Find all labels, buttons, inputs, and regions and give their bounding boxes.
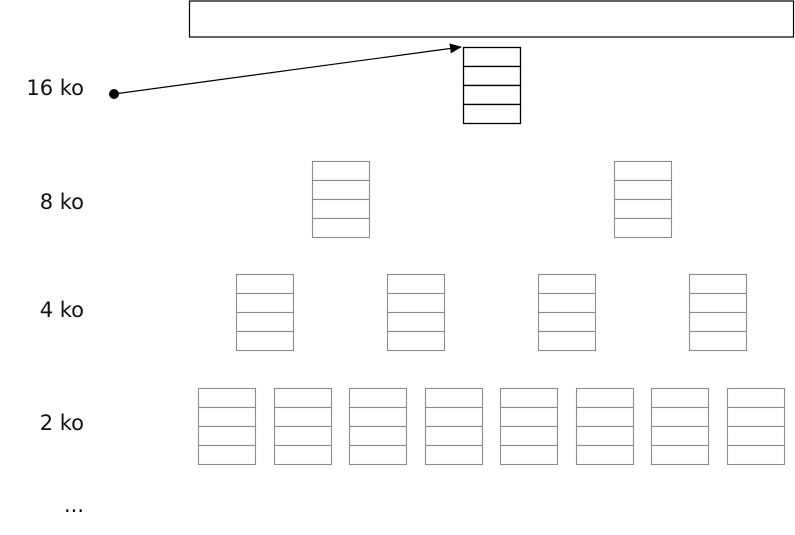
memory-block-row (311, 198, 371, 220)
top-container (188, 0, 795, 38)
memory-block-row (613, 217, 673, 239)
memory-block-row (273, 406, 333, 428)
memory-block-row (499, 406, 559, 428)
memory-block-level-2-3 (688, 273, 748, 352)
memory-block-row (726, 406, 786, 428)
memory-block-level-3-4 (499, 387, 559, 466)
memory-block-row (348, 406, 408, 428)
memory-block-level-1-1 (613, 160, 673, 239)
memory-block-row (273, 444, 333, 466)
memory-block-level-3-1 (273, 387, 333, 466)
memory-block-row (386, 311, 446, 333)
memory-block-row (462, 65, 522, 87)
pointer-dot (109, 89, 119, 99)
memory-block-row (575, 444, 635, 466)
memory-block-row (462, 103, 522, 125)
memory-block-row (386, 273, 446, 295)
memory-block-row (575, 406, 635, 428)
memory-block-row (235, 292, 295, 314)
memory-block-row (197, 406, 257, 428)
memory-block-row (650, 387, 710, 409)
memory-block-row (575, 387, 635, 409)
memory-block-row (311, 160, 371, 182)
memory-block-row (424, 425, 484, 447)
level-label-4ko: 4 ko (40, 298, 84, 322)
memory-block-level-2-0 (235, 273, 295, 352)
memory-block-level-0-0 (462, 46, 522, 125)
memory-block-row (537, 311, 597, 333)
memory-block-row (273, 425, 333, 447)
memory-block-row (499, 444, 559, 466)
memory-block-row (537, 330, 597, 352)
memory-block-row (197, 387, 257, 409)
memory-block-row (462, 84, 522, 106)
memory-block-row (537, 292, 597, 314)
memory-block-level-3-0 (197, 387, 257, 466)
memory-block-row (424, 387, 484, 409)
memory-block-level-3-6 (650, 387, 710, 466)
memory-block-row (726, 425, 786, 447)
memory-block-row (726, 387, 786, 409)
memory-block-row (688, 292, 748, 314)
memory-block-level-2-1 (386, 273, 446, 352)
memory-block-row (235, 330, 295, 352)
blocks-layer (197, 46, 786, 466)
memory-block-row (311, 179, 371, 201)
memory-block-row (311, 217, 371, 239)
memory-block-row (235, 311, 295, 333)
memory-block-row (613, 160, 673, 182)
memory-block-level-3-3 (424, 387, 484, 466)
memory-block-row (650, 444, 710, 466)
level-label-16ko: 16 ko (26, 76, 84, 100)
memory-block-row (688, 273, 748, 295)
memory-block-row (462, 46, 522, 68)
memory-block-row (273, 387, 333, 409)
memory-block-row (688, 330, 748, 352)
memory-block-level-1-0 (311, 160, 371, 239)
ellipsis-more-levels: ... (64, 493, 84, 517)
memory-block-row (499, 387, 559, 409)
memory-block-row (613, 198, 673, 220)
memory-block-level-3-7 (726, 387, 786, 466)
memory-block-row (424, 406, 484, 428)
memory-block-row (235, 273, 295, 295)
memory-block-row (726, 444, 786, 466)
level-label-8ko: 8 ko (40, 190, 84, 214)
memory-block-row (499, 425, 559, 447)
memory-block-row (613, 179, 673, 201)
memory-block-row (537, 273, 597, 295)
memory-block-level-2-2 (537, 273, 597, 352)
pointer-arrow (113, 43, 462, 95)
memory-block-row (424, 444, 484, 466)
memory-block-row (386, 292, 446, 314)
memory-block-row (575, 425, 635, 447)
level-label-2ko: 2 ko (40, 411, 84, 435)
memory-block-level-3-5 (575, 387, 635, 466)
memory-block-row (688, 311, 748, 333)
memory-block-row (348, 444, 408, 466)
memory-block-row (197, 444, 257, 466)
memory-block-row (650, 425, 710, 447)
memory-block-row (197, 425, 257, 447)
memory-block-row (386, 330, 446, 352)
memory-block-row (650, 406, 710, 428)
memory-block-row (348, 425, 408, 447)
memory-block-row (348, 387, 408, 409)
memory-block-level-3-2 (348, 387, 408, 466)
